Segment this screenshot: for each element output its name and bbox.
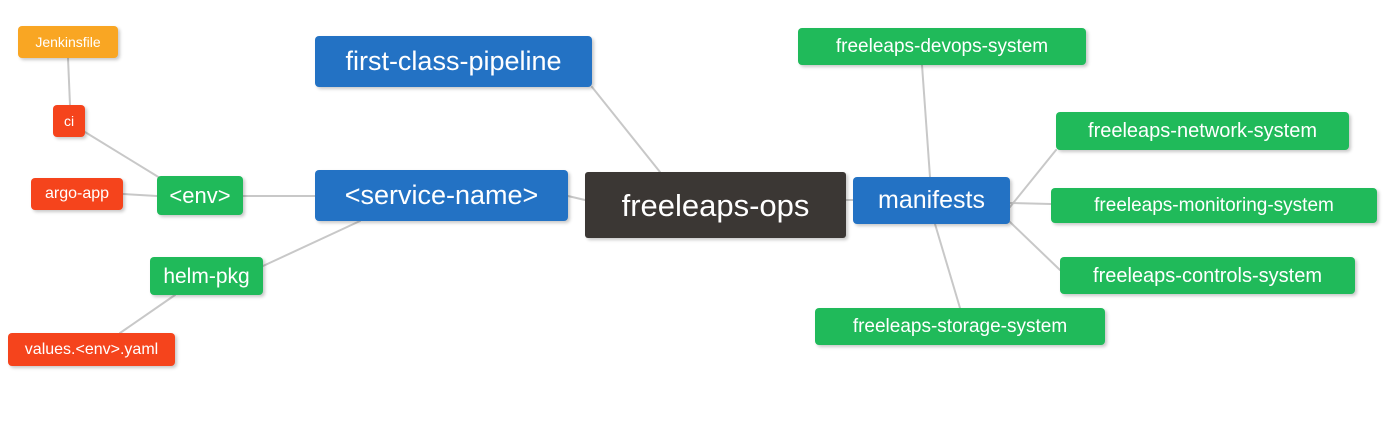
edge-manifests-to-freeleaps-controls-system — [1009, 221, 1061, 271]
mindmap-node-freeleaps-devops-system[interactable]: freeleaps-devops-system — [798, 28, 1086, 65]
edge-first-class-pipeline-to-freeleaps-ops — [591, 86, 661, 173]
mindmap-node-freeleaps-storage-system[interactable]: freeleaps-storage-system — [815, 308, 1105, 345]
edge-manifests-to-freeleaps-devops-system — [921, 64, 931, 178]
mindmap-node-jenkinsfile[interactable]: Jenkinsfile — [18, 26, 118, 58]
edge-manifests-to-freeleaps-monitoring-system — [1009, 202, 1052, 205]
mindmap-node-helm-pkg[interactable]: helm-pkg — [150, 257, 263, 295]
mindmap-node-service-name[interactable]: <service-name> — [315, 170, 568, 221]
edge-ci-to-env — [84, 131, 161, 179]
edge-argo-app-to-env — [122, 193, 158, 197]
mindmap-node-env[interactable]: <env> — [157, 176, 243, 215]
mindmap-node-argo-app[interactable]: argo-app — [31, 178, 123, 210]
mindmap-node-freeleaps-monitoring-system[interactable]: freeleaps-monitoring-system — [1051, 188, 1377, 223]
mindmap-node-manifests[interactable]: manifests — [853, 177, 1010, 224]
edge-service-name-to-freeleaps-ops — [567, 195, 586, 201]
mindmap-node-freeleaps-ops[interactable]: freeleaps-ops — [585, 172, 846, 238]
edge-manifests-to-freeleaps-network-system — [1009, 149, 1057, 208]
edge-manifests-to-freeleaps-storage-system — [934, 223, 961, 309]
mindmap-node-ci[interactable]: ci — [53, 105, 85, 137]
mindmap-node-first-class-pipeline[interactable]: first-class-pipeline — [315, 36, 592, 87]
edge-service-name-to-helm-pkg — [262, 220, 361, 267]
mindmap-node-freeleaps-controls-system[interactable]: freeleaps-controls-system — [1060, 257, 1355, 294]
mindmap-node-freeleaps-network-system[interactable]: freeleaps-network-system — [1056, 112, 1349, 150]
edge-jenkinsfile-to-ci — [67, 57, 71, 106]
mindmap-node-values-env-yaml[interactable]: values.<env>.yaml — [8, 333, 175, 366]
edge-helm-pkg-to-values-env-yaml — [119, 294, 176, 334]
